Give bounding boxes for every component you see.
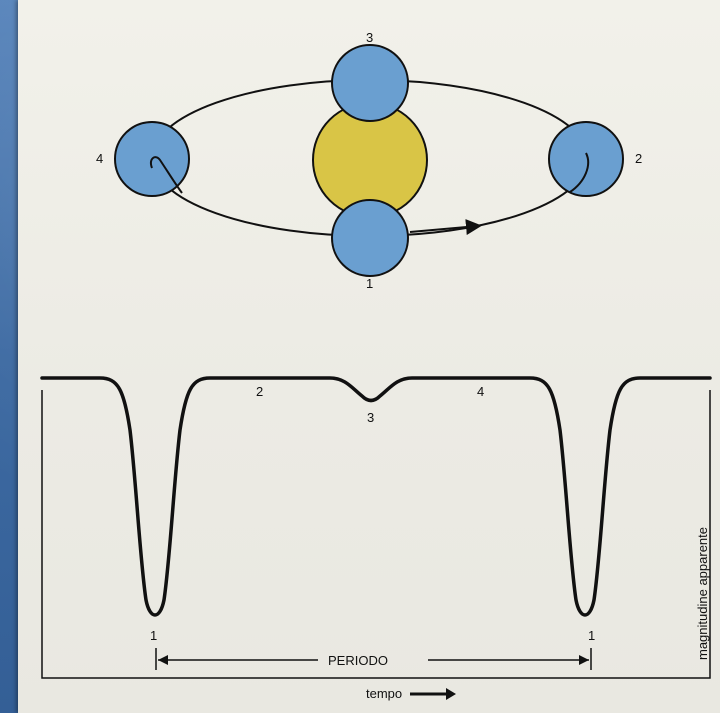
curve-label-1-left: 1 (150, 628, 157, 643)
curve-label-4: 4 (477, 384, 484, 399)
light-curve-frame (41, 390, 711, 679)
light-curve (40, 376, 712, 617)
curve-label-1-right: 1 (588, 628, 595, 643)
orbit-overlay-4 (150, 156, 183, 194)
star-position-2 (548, 121, 624, 197)
y-axis-label: magnitudine apparente (695, 527, 710, 660)
period-label: PERIODO (328, 653, 388, 668)
orbit-direction-arrow (409, 219, 482, 236)
curve-label-2: 2 (256, 384, 263, 399)
orbit-label-4: 4 (96, 151, 103, 166)
period-arrow-right (579, 655, 589, 665)
star-position-1 (331, 199, 409, 277)
orbit-label-3: 3 (366, 30, 373, 45)
time-arrow-head (446, 688, 456, 700)
orbit-label-2: 2 (635, 151, 642, 166)
star-position-3 (331, 44, 409, 122)
period-arrow-left (158, 655, 168, 665)
time-label: tempo (366, 686, 402, 701)
orbit-label-1: 1 (366, 276, 373, 291)
curve-label-3: 3 (367, 410, 374, 425)
orbit-overlay-2 (569, 152, 590, 193)
